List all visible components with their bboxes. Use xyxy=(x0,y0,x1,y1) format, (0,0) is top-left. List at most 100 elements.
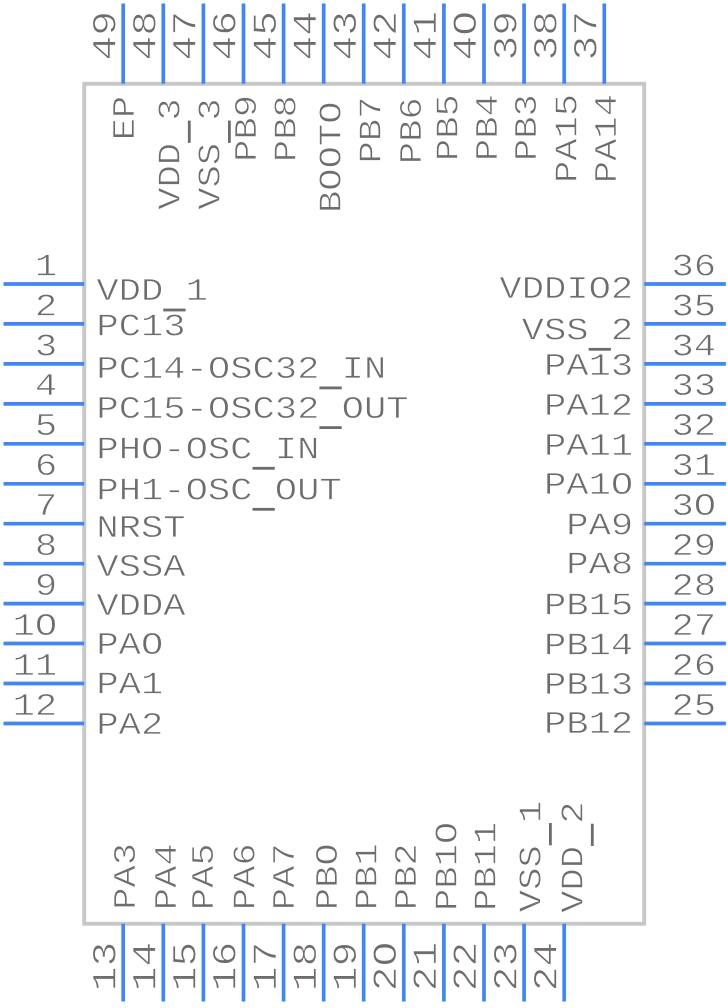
svg-text:13: 13 xyxy=(88,942,126,992)
svg-text:2O: 2O xyxy=(369,942,407,992)
svg-text:4: 4 xyxy=(35,370,57,405)
svg-text:PA13: PA13 xyxy=(544,350,633,385)
svg-text:35: 35 xyxy=(672,290,717,325)
svg-text:46: 46 xyxy=(209,11,247,61)
svg-text:33: 33 xyxy=(672,370,717,405)
svg-text:PB2: PB2 xyxy=(391,843,426,910)
svg-text:21: 21 xyxy=(409,942,447,992)
svg-text:38: 38 xyxy=(529,11,567,61)
svg-text:PB14: PB14 xyxy=(544,629,633,664)
svg-text:VSS: VSS xyxy=(516,845,551,912)
svg-text:2: 2 xyxy=(611,315,633,350)
svg-text:PA11: PA11 xyxy=(544,430,633,465)
svg-text:VDDA: VDDA xyxy=(96,590,186,625)
svg-text:2: 2 xyxy=(35,290,57,325)
svg-text:22: 22 xyxy=(449,942,487,992)
svg-text:IN: IN xyxy=(275,434,320,469)
svg-text:6: 6 xyxy=(35,450,57,485)
svg-text:IN: IN xyxy=(342,353,387,388)
svg-text:BOOTO: BOOTO xyxy=(315,101,350,213)
svg-text:19: 19 xyxy=(329,942,367,992)
svg-text:44: 44 xyxy=(289,11,327,61)
svg-text:27: 27 xyxy=(672,610,717,645)
svg-text:24: 24 xyxy=(529,942,567,992)
svg-text:PA7: PA7 xyxy=(269,843,304,910)
svg-text:PB11: PB11 xyxy=(471,822,506,911)
svg-text:1: 1 xyxy=(186,275,208,310)
svg-text:42: 42 xyxy=(369,11,407,61)
svg-text:VSSA: VSSA xyxy=(96,551,186,586)
svg-text:PC13: PC13 xyxy=(96,311,185,346)
svg-text:PC15-OSC32: PC15-OSC32 xyxy=(96,393,319,428)
svg-text:PB15: PB15 xyxy=(544,589,633,624)
svg-text:PB1: PB1 xyxy=(351,843,386,910)
svg-text:PA15: PA15 xyxy=(552,94,587,183)
svg-text:25: 25 xyxy=(672,690,717,725)
svg-text:1O: 1O xyxy=(13,610,58,645)
svg-text:41: 41 xyxy=(409,11,447,61)
svg-text:16: 16 xyxy=(209,942,247,992)
svg-text:VSS: VSS xyxy=(195,143,230,210)
svg-text:VSS: VSS xyxy=(522,315,589,350)
svg-text:47: 47 xyxy=(169,11,207,61)
svg-text:3: 3 xyxy=(195,98,230,120)
svg-text:4O: 4O xyxy=(449,11,487,61)
svg-text:11: 11 xyxy=(13,650,58,685)
svg-text:PB13: PB13 xyxy=(544,669,633,704)
svg-text:29: 29 xyxy=(672,530,717,565)
svg-text:15: 15 xyxy=(169,942,207,992)
svg-text:VDDIO2: VDDIO2 xyxy=(499,273,633,308)
svg-text:49: 49 xyxy=(88,11,126,61)
svg-text:34: 34 xyxy=(672,330,717,365)
svg-text:PA6: PA6 xyxy=(229,843,264,910)
svg-text:PB3: PB3 xyxy=(511,94,546,161)
svg-text:18: 18 xyxy=(289,942,327,992)
svg-text:26: 26 xyxy=(672,650,717,685)
svg-text:VDD: VDD xyxy=(558,846,593,913)
svg-text:31: 31 xyxy=(672,450,717,485)
svg-text:36: 36 xyxy=(672,250,717,285)
svg-text:3: 3 xyxy=(155,98,190,120)
svg-text:PA2: PA2 xyxy=(96,709,163,744)
svg-text:45: 45 xyxy=(249,11,287,61)
svg-text:VDD: VDD xyxy=(96,275,163,310)
svg-text:48: 48 xyxy=(129,11,167,61)
svg-text:3O: 3O xyxy=(672,490,717,525)
svg-text:PB1O: PB1O xyxy=(432,822,467,911)
svg-text:1: 1 xyxy=(35,250,57,285)
svg-text:NRST: NRST xyxy=(96,512,185,547)
svg-text:PA3: PA3 xyxy=(110,843,145,910)
svg-text:PH1-OSC: PH1-OSC xyxy=(96,475,252,510)
svg-text:28: 28 xyxy=(672,570,717,605)
svg-text:37: 37 xyxy=(570,11,608,61)
svg-text:PAO: PAO xyxy=(96,629,163,664)
svg-text:PB8: PB8 xyxy=(271,95,306,162)
svg-text:7: 7 xyxy=(35,490,57,525)
svg-text:PC14-OSC32: PC14-OSC32 xyxy=(96,353,319,388)
svg-text:17: 17 xyxy=(249,942,287,992)
svg-text:43: 43 xyxy=(329,11,367,61)
svg-text:PB4: PB4 xyxy=(472,94,507,161)
svg-text:PB6: PB6 xyxy=(396,97,431,164)
svg-text:VDD: VDD xyxy=(155,143,190,210)
svg-text:14: 14 xyxy=(129,942,167,992)
svg-text:9: 9 xyxy=(35,570,57,605)
svg-text:EP: EP xyxy=(109,96,144,141)
svg-text:PA9: PA9 xyxy=(566,510,633,545)
svg-text:32: 32 xyxy=(672,410,717,445)
svg-text:PB5: PB5 xyxy=(432,94,467,161)
svg-text:PHO-OSC: PHO-OSC xyxy=(96,434,252,469)
svg-text:PB9: PB9 xyxy=(231,95,266,162)
svg-text:2: 2 xyxy=(558,801,593,823)
svg-text:PA1: PA1 xyxy=(96,669,163,704)
svg-text:PBO: PBO xyxy=(312,843,347,910)
svg-text:PA14: PA14 xyxy=(591,94,626,183)
svg-text:PA8: PA8 xyxy=(566,549,633,584)
svg-text:23: 23 xyxy=(489,942,527,992)
svg-text:PA4: PA4 xyxy=(151,843,186,910)
svg-text:3: 3 xyxy=(35,330,57,365)
svg-text:PA12: PA12 xyxy=(544,390,633,425)
svg-text:12: 12 xyxy=(13,690,58,725)
svg-text:1: 1 xyxy=(516,801,551,823)
svg-text:5: 5 xyxy=(35,410,57,445)
